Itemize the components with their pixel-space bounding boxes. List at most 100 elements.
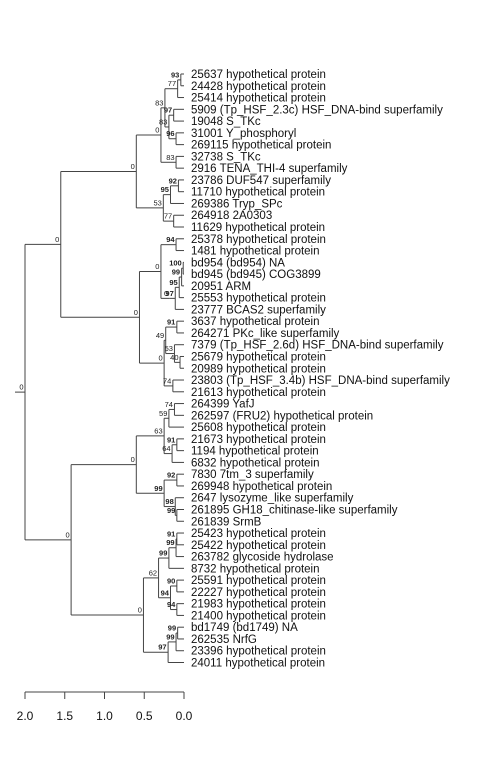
support-value: 100 [169, 259, 182, 268]
support-value: 99 [168, 624, 176, 633]
support-value: 91 [167, 435, 175, 444]
support-value: 99 [172, 268, 180, 277]
support-value: 97 [165, 289, 173, 298]
leaf-label: 264271 PKc_like superfamily [191, 328, 340, 340]
leaf-label: 8732 hypothetical protein [191, 563, 320, 575]
leaf-label: 1481 hypothetical protein [191, 246, 320, 258]
leaf-label: 25553 hypothetical protein [191, 293, 326, 305]
support-value: 0 [55, 235, 59, 244]
leaf-label: 24011 hypothetical protein [191, 658, 325, 670]
axis-tick-label: 2.0 [17, 709, 34, 723]
support-value: 91 [167, 529, 175, 538]
support-value: 83 [155, 98, 163, 107]
axis-tick-label: 1.5 [56, 709, 73, 723]
leaf-label: 261895 GH18_chitinase-like superfamily [191, 504, 398, 516]
leaf-label: bd1749 (bd1749) NA [191, 622, 298, 634]
leaf-label: 24428 hypothetical protein [191, 81, 326, 93]
leaf-label: 25414 hypothetical protein [191, 93, 326, 105]
support-value: 0 [131, 162, 135, 171]
leaf-label: bd954 (bd954) NA [191, 257, 285, 269]
support-value: 63 [154, 426, 162, 435]
leaf-label: 25608 hypothetical protein [191, 422, 326, 434]
leaf-label: 264399 YafJ [191, 399, 255, 411]
support-value: 74 [165, 400, 173, 409]
leaf-label: 7830 7tm_3 superfamily [191, 469, 314, 481]
support-value: 0 [155, 126, 159, 135]
support-value: 97 [158, 643, 166, 652]
leaf-label: 7379 (Tp_HSF_2.6d) HSF_DNA-bind superfam… [191, 340, 444, 352]
leaf-label: 262597 (FRU2) hypothetical protein [191, 410, 373, 422]
support-value: 99 [166, 538, 174, 547]
leaf-label: 32738 S_TKc [191, 151, 261, 163]
leaf-label: 31001 Y_phosphoryl [191, 128, 296, 140]
leaf-label: bd945 (bd945) COG3899 [191, 269, 321, 281]
support-value: 92 [169, 176, 177, 185]
support-value: 83 [159, 117, 167, 126]
support-value: 74 [163, 376, 171, 385]
support-value: 0 [134, 308, 138, 317]
leaf-label: 6832 hypothetical protein [191, 457, 320, 469]
support-value: 97 [164, 106, 172, 115]
support-value: 0 [138, 606, 142, 615]
leaf-label: 25422 hypothetical protein [191, 540, 326, 552]
axis-tick-label: 0.5 [136, 709, 153, 723]
support-value: 99 [159, 549, 167, 558]
leaf-label: 11629 hypothetical protein [191, 222, 325, 234]
support-value: 53 [153, 198, 161, 207]
axis-tick-label: 1.0 [96, 709, 113, 723]
leaf-label: 1194 hypothetical protein [191, 446, 319, 458]
axis-tick-label: 0.0 [176, 709, 193, 723]
tree-branches [15, 73, 184, 663]
leaf-label: 2647 lysozyme_like superfamily [191, 493, 354, 505]
leaf-label: 262535 NrfG [191, 634, 257, 646]
leaf-label: 20989 hypothetical protein [191, 363, 326, 375]
leaf-label: 11710 hypothetical protein [191, 187, 325, 199]
support-value: 0 [131, 455, 135, 464]
support-value: 77 [164, 212, 172, 221]
leaf-label: 25637 hypothetical protein [191, 69, 326, 81]
support-value: 90 [167, 576, 175, 585]
support-value: 0 [158, 354, 162, 363]
support-value: 92 [167, 471, 175, 480]
distance-axis: 2.0 1.5 1.0 0.5 0.0 [17, 691, 193, 723]
leaf-label: 21983 hypothetical protein [191, 599, 326, 611]
support-value: 93 [171, 70, 179, 79]
leaf-label: 25679 hypothetical protein [191, 351, 326, 363]
leaf-label: 261839 SrmB [191, 516, 262, 528]
leaf-label: 5909 (Tp_HSF_2.3c) HSF_DNA-bind superfam… [191, 104, 443, 116]
support-value: 0 [164, 289, 168, 298]
leaf-label: 19048 S_TKc [191, 116, 261, 128]
support-value: 49 [156, 331, 164, 340]
support-value: 99 [154, 484, 162, 493]
leaf-label: 269386 Tryp_SPc [191, 198, 283, 210]
support-value: 91 [167, 318, 175, 327]
support-value: 95 [161, 185, 169, 194]
support-value: 83 [166, 153, 174, 162]
support-value: 59 [159, 409, 167, 418]
support-value: 96 [166, 129, 174, 138]
support-value: 53 [165, 344, 173, 353]
support-value: 94 [166, 235, 175, 244]
support-value: 77 [168, 79, 176, 88]
support-value: 94 [167, 600, 176, 609]
support-value: 95 [169, 278, 177, 287]
support-value: 0 [19, 383, 23, 392]
leaf-label: 20951 ARM [191, 281, 251, 293]
leaf-label: 23396 hypothetical protein [191, 646, 326, 658]
support-value: 0 [65, 530, 69, 539]
support-value: 40 [170, 353, 178, 362]
leaf-label: 21613 hypothetical protein [191, 387, 326, 399]
leaf-label: 25423 hypothetical protein [191, 528, 326, 540]
support-value: 94 [161, 588, 170, 597]
leaf-label: 269948 hypothetical protein [191, 481, 332, 493]
leaf-label: 3637 hypothetical protein [191, 316, 320, 328]
leaf-label: 2916 TENA_THI-4 superfamily [191, 163, 348, 175]
leaf-label: 25378 hypothetical protein [191, 234, 326, 246]
leaf-label: 23803 (Tp_HSF_3.4b) HSF_DNA-bind superfa… [191, 375, 450, 387]
support-labels: 9377979683838309295775309410099959700914… [19, 70, 181, 651]
support-value: 99 [167, 506, 175, 515]
leaf-label: 23777 BCAS2 superfamily [191, 304, 326, 316]
leaf-label: 21673 hypothetical protein [191, 434, 326, 446]
